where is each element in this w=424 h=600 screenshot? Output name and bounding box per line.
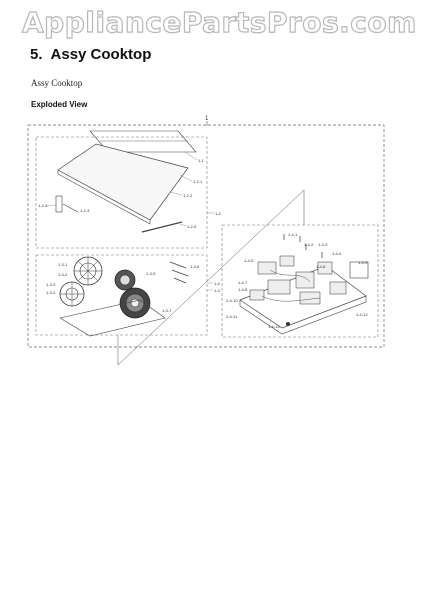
callout-c134: 1-3-4 xyxy=(46,290,56,295)
glass-panel-edge xyxy=(57,170,151,225)
callout-c125: 1-2-5 xyxy=(187,224,197,229)
heating-element-center xyxy=(114,269,136,291)
leader-c11 xyxy=(184,151,198,161)
callout-c149: 1-4-9 xyxy=(358,260,368,265)
callout-c1413: 1-4-13 xyxy=(268,324,280,329)
leader-c124 xyxy=(46,204,57,207)
callout-c147: 1-4-7 xyxy=(238,280,248,285)
screws-part xyxy=(283,234,323,258)
bracket-left-part xyxy=(55,195,63,213)
heating-element-large xyxy=(73,256,103,286)
leader-c121 xyxy=(179,174,193,182)
callout-main: 1 xyxy=(205,116,209,122)
callout-c13: 1-3 xyxy=(214,288,221,293)
group-electronics-assembly xyxy=(221,224,379,338)
group-heating-elements xyxy=(35,254,208,336)
callout-c1411: 1-4-11 xyxy=(226,314,238,319)
heating-element-front xyxy=(119,287,151,319)
rail-right-part xyxy=(141,221,183,233)
subtitle: Assy Cooktop xyxy=(31,78,83,88)
callout-c133: 1-3-3 xyxy=(46,282,56,287)
callout-c137: 1-3-7 xyxy=(162,308,172,313)
burner-box-tray xyxy=(59,299,166,337)
callout-c146: 1-4-6 xyxy=(316,264,326,269)
callout-c144: 1-4-4 xyxy=(332,251,342,256)
assembly-frame-outer xyxy=(27,124,385,348)
callout-c141: 1-4-1 xyxy=(288,232,298,237)
element-brackets xyxy=(169,261,189,284)
callout-c145: 1-4-5 xyxy=(244,258,254,263)
callout-c142: 1-4-2 xyxy=(304,242,314,247)
callout-c143: 1-4-3 xyxy=(318,242,328,247)
callout-c11: 1-1 xyxy=(198,158,205,163)
callout-c121: 1-2-1 xyxy=(193,179,203,184)
callout-c135: 1-3-5 xyxy=(146,271,156,276)
heating-element-left xyxy=(59,281,85,307)
leader-c125 xyxy=(179,223,187,227)
callout-c136: 1-3-6 xyxy=(190,264,200,269)
callout-c124: 1-2-4 xyxy=(38,203,48,208)
small-screw-part xyxy=(286,322,290,326)
page-title: 5. Assy Cooktop xyxy=(30,46,151,63)
callout-c148: 1-4-8 xyxy=(238,287,248,292)
callout-c123: 1-2-3 xyxy=(80,208,90,213)
callout-c131: 1-3-1 xyxy=(58,262,68,267)
control-strip-part xyxy=(89,130,197,153)
control-board-components xyxy=(249,255,347,305)
wire-harness xyxy=(261,269,321,302)
callout-glass-assy: 1-2 xyxy=(215,211,222,216)
exploded-view-label: Exploded View xyxy=(31,100,88,109)
side-module-part xyxy=(349,261,369,279)
watermark: AppliancePartsPros.com xyxy=(21,5,417,39)
callout-c122: 1-2-2 xyxy=(183,193,193,198)
leader-c122 xyxy=(169,191,183,196)
electronics-tray-edge xyxy=(239,296,367,335)
callout-c1412: 1-4-12 xyxy=(356,312,368,317)
group-glass-assembly xyxy=(35,136,208,249)
callout-c132: 1-3-2 xyxy=(58,272,68,277)
glass-cooktop-panel xyxy=(57,143,189,221)
section-title-text: Assy Cooktop xyxy=(50,46,152,63)
section-number: 5. xyxy=(30,46,43,63)
bracket-left-rail xyxy=(62,203,79,213)
connector-line-diagonal xyxy=(117,189,305,366)
callout-c1410: 1-4-10 xyxy=(226,298,238,303)
callout-c14: 1-4 xyxy=(214,281,221,286)
